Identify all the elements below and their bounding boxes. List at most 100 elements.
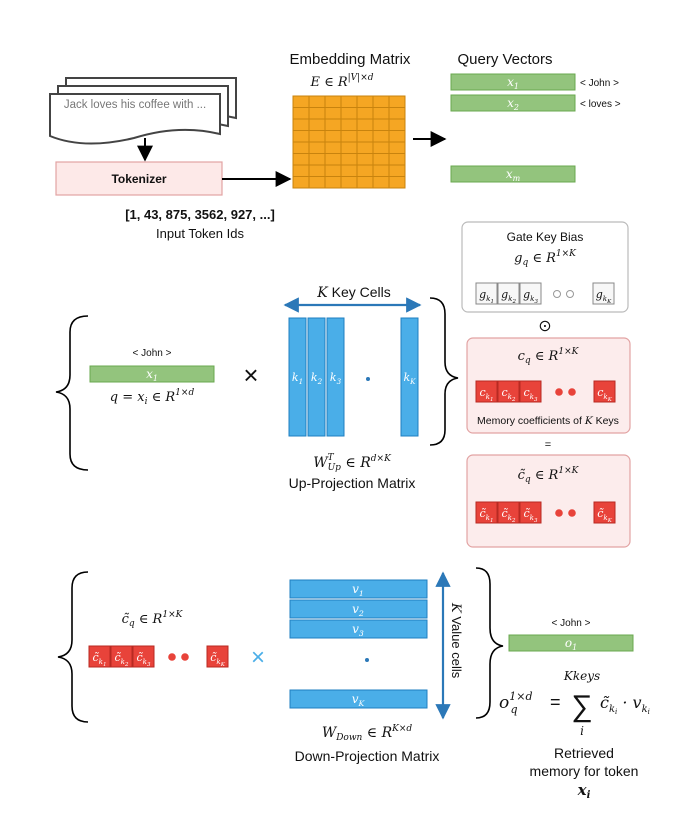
embedding-cell xyxy=(340,153,358,166)
embedding-cell xyxy=(372,130,390,143)
gate-equation: gq ∈ R1×K xyxy=(514,249,577,268)
coefficient-equation: cq ∈ R1×K xyxy=(518,347,580,366)
coef-cell-1 xyxy=(475,380,498,403)
up-projection-caption: Up-Projection Matrix xyxy=(289,475,416,491)
embedding-cell xyxy=(388,118,406,131)
formula-sum-bottom: i xyxy=(580,724,584,738)
bottom-dot-1 xyxy=(168,653,176,661)
bottom-ctilde-equation: c̃q ∈ R1×K xyxy=(122,610,184,629)
token-ids: [1, 43, 875, 3562, 927, ...] xyxy=(125,207,275,222)
coef-cell-2 xyxy=(497,380,520,403)
embedding-title: Embedding Matrix xyxy=(290,51,411,68)
embedding-cell xyxy=(356,164,374,177)
embedding-cell xyxy=(308,130,326,143)
gate-cell-label-K: gkK xyxy=(596,288,612,305)
key-column-ellipsis xyxy=(366,377,370,381)
embedding-cell xyxy=(324,176,342,189)
multiply-sign-bottom: × xyxy=(251,644,265,671)
embedding-cell xyxy=(340,141,358,154)
ctilde-dot-2 xyxy=(568,509,576,517)
query-vector-xm-bar xyxy=(450,165,576,183)
value-row-2 xyxy=(289,599,428,619)
value-row-label-1: v1 xyxy=(352,582,364,598)
ctilde-cell-label-2: c̃k2 xyxy=(502,507,517,524)
middle-right-brace xyxy=(429,297,459,446)
embedding-cell xyxy=(388,107,406,120)
gate-key-bias-title: Gate Key Bias xyxy=(507,230,584,244)
embedding-cell xyxy=(356,95,374,108)
embedding-matrix-grid xyxy=(292,95,406,189)
bottom-cell-1 xyxy=(88,645,111,668)
output-token-tag: < John > xyxy=(552,618,591,629)
embedding-cell xyxy=(324,107,342,120)
embedding-cell xyxy=(292,164,310,177)
embedding-cell xyxy=(324,130,342,143)
query-vector-x2: x2 < loves > xyxy=(450,94,621,112)
embedding-cell xyxy=(356,141,374,154)
embedding-cell xyxy=(308,176,326,189)
embedding-cell xyxy=(388,130,406,143)
embedding-cell xyxy=(356,153,374,166)
embedding-equation: E ∈ R|V|×d xyxy=(309,73,373,90)
memory-coefficients-box xyxy=(466,337,631,434)
coef-cell-label-2: ck2 xyxy=(502,386,517,403)
gate-cell-label-2: gk2 xyxy=(501,288,516,305)
ctilde-cell-label-1: c̃k1 xyxy=(480,507,494,524)
coefficient-caption: Memory coefficients of K Keys xyxy=(477,415,619,427)
key-column-label-2: k2 xyxy=(311,371,323,386)
embedding-cell xyxy=(372,164,390,177)
bottom-cell-2 xyxy=(110,645,133,668)
bottom-cell-3 xyxy=(132,645,155,668)
formula-sum-top: Kkeys xyxy=(563,669,600,683)
value-row-3 xyxy=(289,619,428,639)
embedding-cell xyxy=(340,176,358,189)
embedding-cell xyxy=(324,153,342,166)
multiply-sign-middle: × xyxy=(243,360,258,390)
middle-token-tag: < John > xyxy=(133,348,172,359)
gate-cell-label-1: gk1 xyxy=(479,288,494,305)
key-column-3 xyxy=(326,317,345,437)
embedding-cell xyxy=(324,164,342,177)
query-vector-x2-bar xyxy=(450,94,576,112)
embedding-cell xyxy=(292,118,310,131)
output-vector-bar xyxy=(508,634,634,652)
ctilde-cell-1 xyxy=(475,501,498,524)
bottom-cell-label-K: c̃kK xyxy=(210,651,226,668)
key-column-1 xyxy=(288,317,307,437)
embedding-cell xyxy=(292,130,310,143)
gate-dot-2 xyxy=(566,290,574,298)
tokenizer-box xyxy=(55,161,223,196)
document-page-front xyxy=(49,93,221,145)
query-vector-x1-tag: < John > xyxy=(580,78,619,89)
query-vector-x2-label: x2 xyxy=(507,96,519,112)
embedding-cell xyxy=(356,107,374,120)
query-vector-xm: xm xyxy=(450,165,576,183)
query-vector-x1-bar xyxy=(450,73,576,91)
bottom-left-brace xyxy=(57,571,89,723)
coef-cell-K xyxy=(593,380,616,403)
retrieved-caption-line2: memory for token xyxy=(530,763,639,779)
embedding-cell xyxy=(340,130,358,143)
gate-cell-1 xyxy=(475,282,498,305)
coef-cell-label-1: ck1 xyxy=(480,386,494,403)
ctilde-dot-1 xyxy=(555,509,563,517)
key-column-label-K: kK xyxy=(403,371,416,386)
tokenizer-label: Tokenizer xyxy=(111,172,166,186)
gate-cell-K xyxy=(592,282,615,305)
normalized-coefficient-equation: c̃q ∈ R1×K xyxy=(518,466,580,485)
embedding-cell xyxy=(372,153,390,166)
query-vector-xm-label: xm xyxy=(506,167,521,183)
gate-dot-1 xyxy=(553,290,561,298)
retrieved-caption-var: xi xyxy=(577,781,591,801)
query-vector-x1-label: x1 xyxy=(507,75,519,91)
coef-cell-label-K: ckK xyxy=(597,386,613,403)
embedding-cell xyxy=(340,107,358,120)
value-row-label-K: vK xyxy=(352,692,366,708)
coef-cell-3 xyxy=(519,380,542,403)
gate-cell-2 xyxy=(497,282,520,305)
embedding-cell xyxy=(308,141,326,154)
embedding-cell xyxy=(372,107,390,120)
